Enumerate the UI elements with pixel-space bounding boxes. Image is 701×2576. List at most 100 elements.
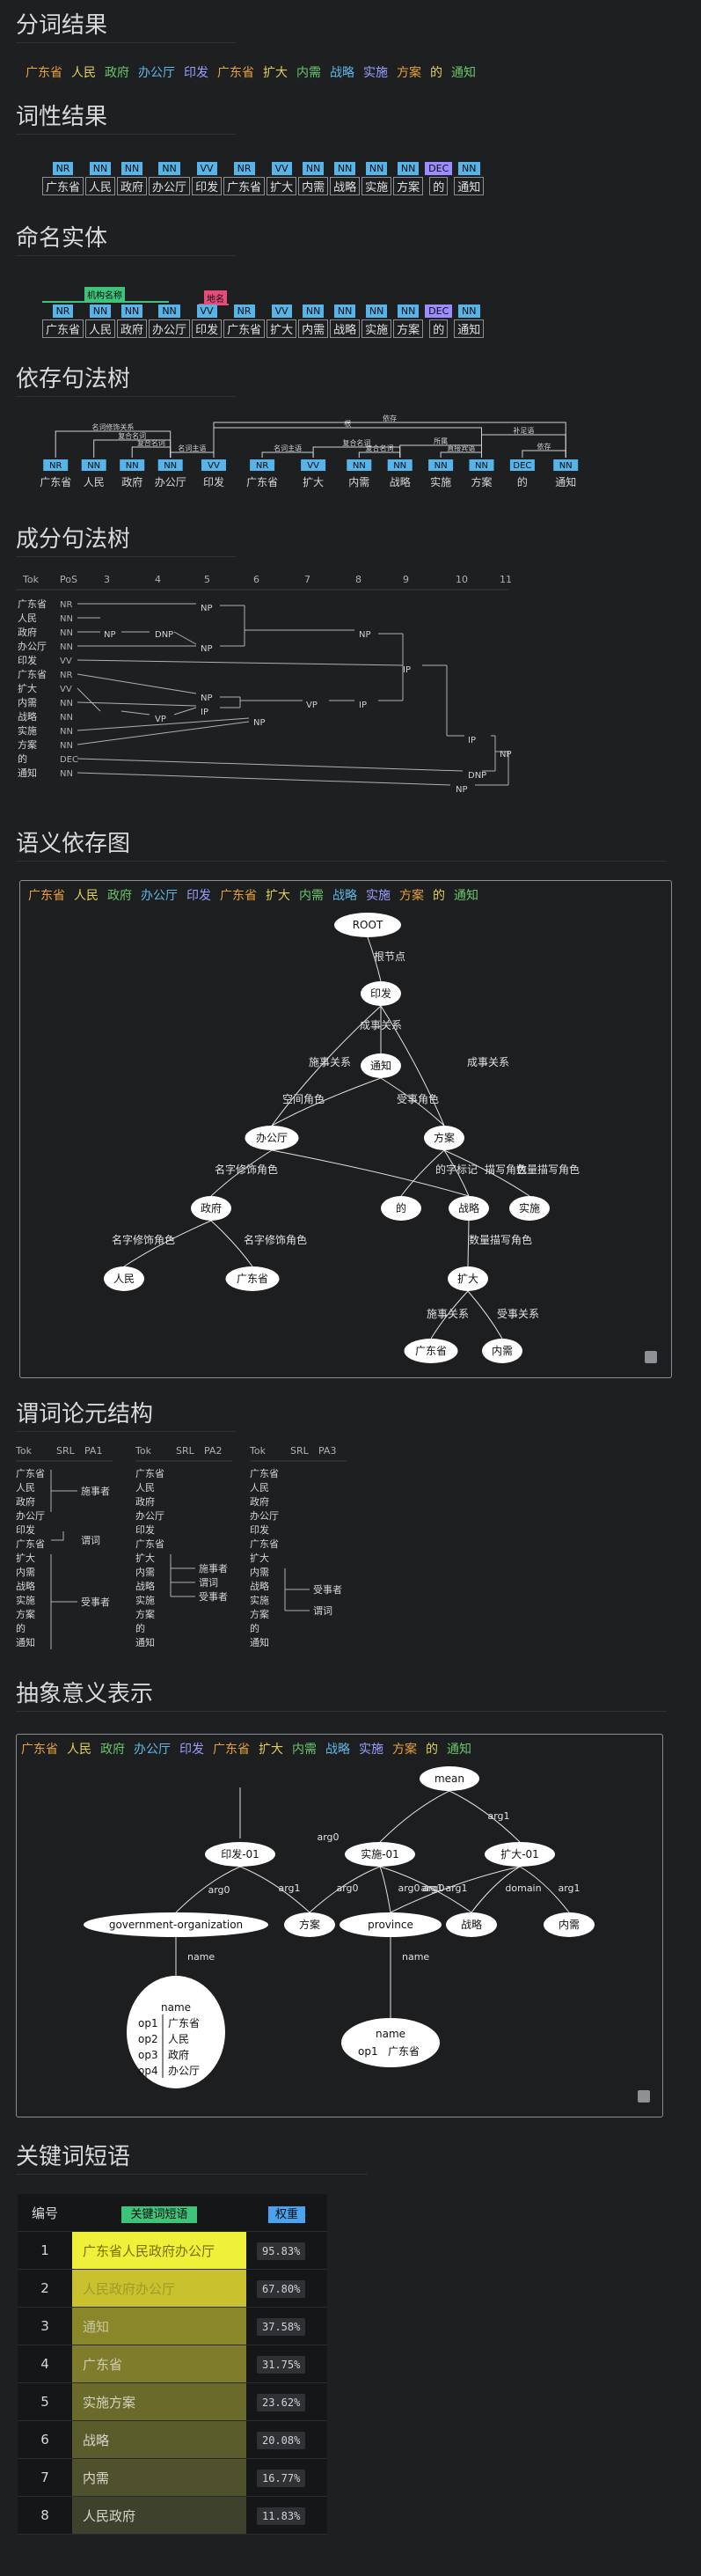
dep-rel-label: 依存: [537, 442, 551, 451]
srl-header: SRL: [56, 1445, 76, 1457]
sdp-edge: [210, 1149, 273, 1197]
srl-token: 方案: [16, 1608, 35, 1620]
srl-header: Tok: [249, 1445, 267, 1457]
dep-rel-label: 补足语: [513, 426, 534, 435]
con-node: DNP: [155, 630, 173, 640]
divider: [16, 255, 236, 256]
keyword-id: 4: [18, 2345, 72, 2383]
token: 广东省: [28, 889, 65, 903]
sdp-node: [482, 1339, 522, 1363]
sdp-edge: [123, 1220, 212, 1267]
keyword-phrase: 广东省人民政府办公厅: [72, 2231, 246, 2270]
token: 办公厅: [138, 66, 175, 80]
con-node: NP: [201, 644, 213, 654]
amr-node: [446, 1912, 497, 1937]
dep-word: 内需: [348, 476, 369, 488]
dep-pos-text: NN: [164, 461, 177, 471]
token: 人民: [74, 889, 99, 903]
amr-node: [420, 1766, 479, 1791]
token: 的: [426, 1743, 438, 1757]
pos-tag: VV: [196, 162, 217, 175]
weight-badge: 11.83%: [257, 2507, 306, 2525]
con-edge: [77, 758, 464, 772]
amr-name-value: 办公厅: [168, 2064, 200, 2077]
amr-edge: [379, 1866, 391, 1913]
token: 内需: [296, 66, 321, 80]
srl-header: PA2: [204, 1445, 222, 1457]
token: 扩大: [259, 1743, 283, 1757]
pos-word: 广东省: [223, 319, 266, 338]
srl-token: 政府: [250, 1495, 269, 1508]
sdp-edge-label: 施事关系: [309, 1056, 351, 1068]
dep-arc: [358, 451, 401, 458]
amr-name-op: op4: [138, 2065, 158, 2077]
weight-badge: 16.77%: [257, 2470, 306, 2487]
section-title-dep: 依存句法树: [16, 366, 131, 393]
amr-node: [284, 1912, 335, 1937]
pos-tag: NR: [233, 305, 255, 318]
sdp-node-label: 方案: [434, 1131, 455, 1144]
srl-token: 印发: [135, 1523, 155, 1536]
dep-word: 办公厅: [155, 475, 186, 488]
col-weight: 权重: [246, 2194, 327, 2232]
dep-pos-text: NR: [256, 461, 268, 471]
token: 通知: [454, 889, 478, 903]
keyword-phrase: 战略: [72, 2420, 246, 2459]
amr-edge-label: name: [402, 1951, 429, 1963]
srl-token: 政府: [16, 1495, 35, 1508]
con-header: 5: [204, 574, 210, 585]
dep-word: 人民: [84, 476, 105, 488]
dep-arc: [440, 451, 482, 458]
dep-word: 通知: [555, 476, 576, 488]
dep-rel-label: 名词主语: [274, 444, 302, 452]
sdp-edge: [467, 1220, 470, 1267]
sdp-node-label: 通知: [370, 1060, 391, 1072]
pos-tag: NN: [458, 305, 480, 318]
keyword-id: 8: [18, 2496, 72, 2535]
sdp-edge-label: 受事角色: [397, 1093, 439, 1105]
pos-tag: NN: [302, 162, 325, 175]
pos-tag: NN: [365, 162, 388, 175]
amr-node: [345, 1842, 415, 1867]
token: 办公厅: [134, 1743, 171, 1757]
amr-edge-label: arg1: [278, 1882, 300, 1894]
con-node: NP: [201, 694, 213, 703]
amr-edge-label: arg1: [445, 1882, 467, 1894]
ner-org-span: [42, 301, 169, 315]
sdp-node: [509, 1196, 550, 1221]
sdp-node-label: 内需: [492, 1345, 513, 1357]
dep-arc: [261, 451, 314, 458]
dep-rel-label: 复合名词: [366, 444, 394, 452]
amr-node: [84, 1912, 268, 1937]
pos-word: 内需: [298, 177, 329, 195]
sdp-edge: [430, 1290, 469, 1339]
ner-loc-label: 地名: [204, 290, 227, 305]
token: 印发: [184, 66, 208, 80]
pos-token: NN 内需: [298, 162, 329, 195]
expand-icon[interactable]: [638, 2090, 650, 2103]
con-node: IP: [359, 701, 367, 710]
con-pos: NR: [60, 600, 72, 610]
token: 人民: [67, 1743, 91, 1757]
amr-node-label: province: [368, 1919, 413, 1931]
expand-icon[interactable]: [645, 1351, 657, 1363]
token: 办公厅: [141, 889, 178, 903]
pos-word: 广东省: [42, 319, 84, 338]
amr-edge-label: arg1: [558, 1882, 580, 1894]
sdp-edge-label: 数量描写角色: [516, 1163, 580, 1176]
con-edge: [77, 772, 451, 786]
dep-word: 扩大: [303, 476, 324, 488]
srl-token: 印发: [250, 1523, 269, 1536]
section-title-seg: 分词结果: [16, 12, 108, 39]
pos-tag: NN: [397, 162, 420, 175]
col-phrase: 关键词短语: [72, 2194, 246, 2232]
pos-word: 办公厅: [149, 319, 191, 338]
sdp-node: [404, 1339, 458, 1363]
weight-badge: 95.83%: [257, 2242, 306, 2260]
